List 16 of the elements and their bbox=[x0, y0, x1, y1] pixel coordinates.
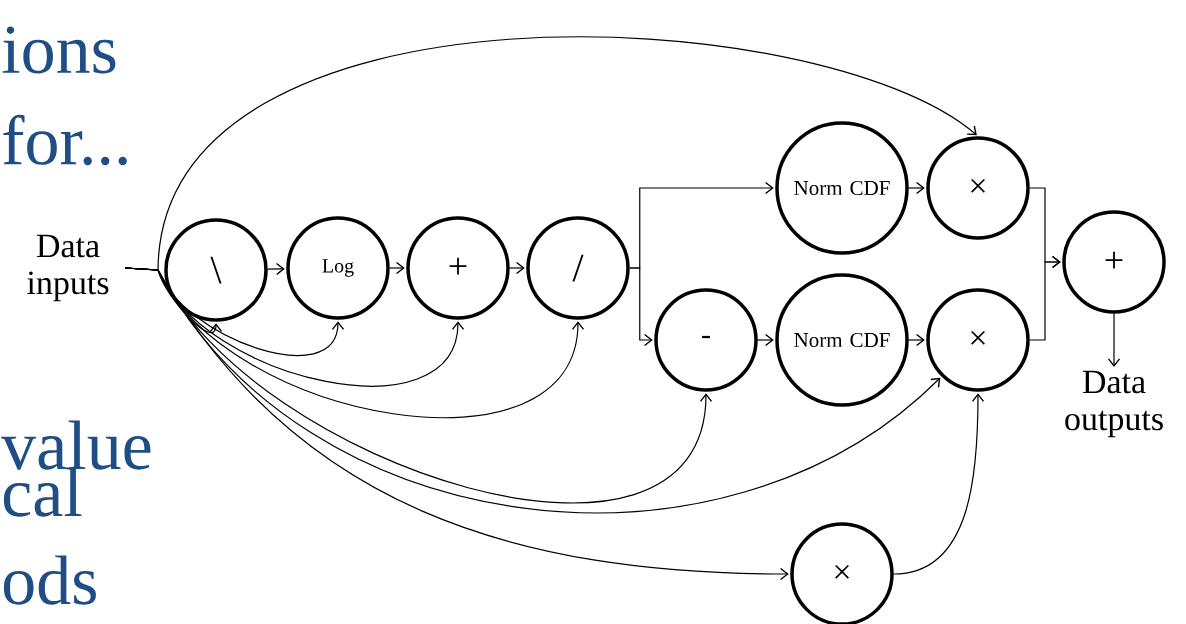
arrow bbox=[124, 267, 789, 581]
title-text: ods bbox=[3, 555, 96, 605]
input-label: Data inputs bbox=[27, 234, 109, 302]
title-text: ions bbox=[2, 26, 116, 74]
arrow bbox=[893, 393, 985, 575]
arrow bbox=[1107, 313, 1121, 368]
arrow bbox=[509, 261, 525, 275]
arrow bbox=[908, 181, 925, 195]
arrow bbox=[267, 262, 285, 276]
arrow bbox=[757, 333, 774, 347]
output-label: Data outputs bbox=[1065, 370, 1163, 438]
title-text: for... bbox=[3, 114, 127, 166]
arrow bbox=[1029, 255, 1061, 341]
arrow bbox=[629, 267, 653, 347]
arrow bbox=[908, 333, 925, 347]
arrow bbox=[389, 261, 405, 275]
